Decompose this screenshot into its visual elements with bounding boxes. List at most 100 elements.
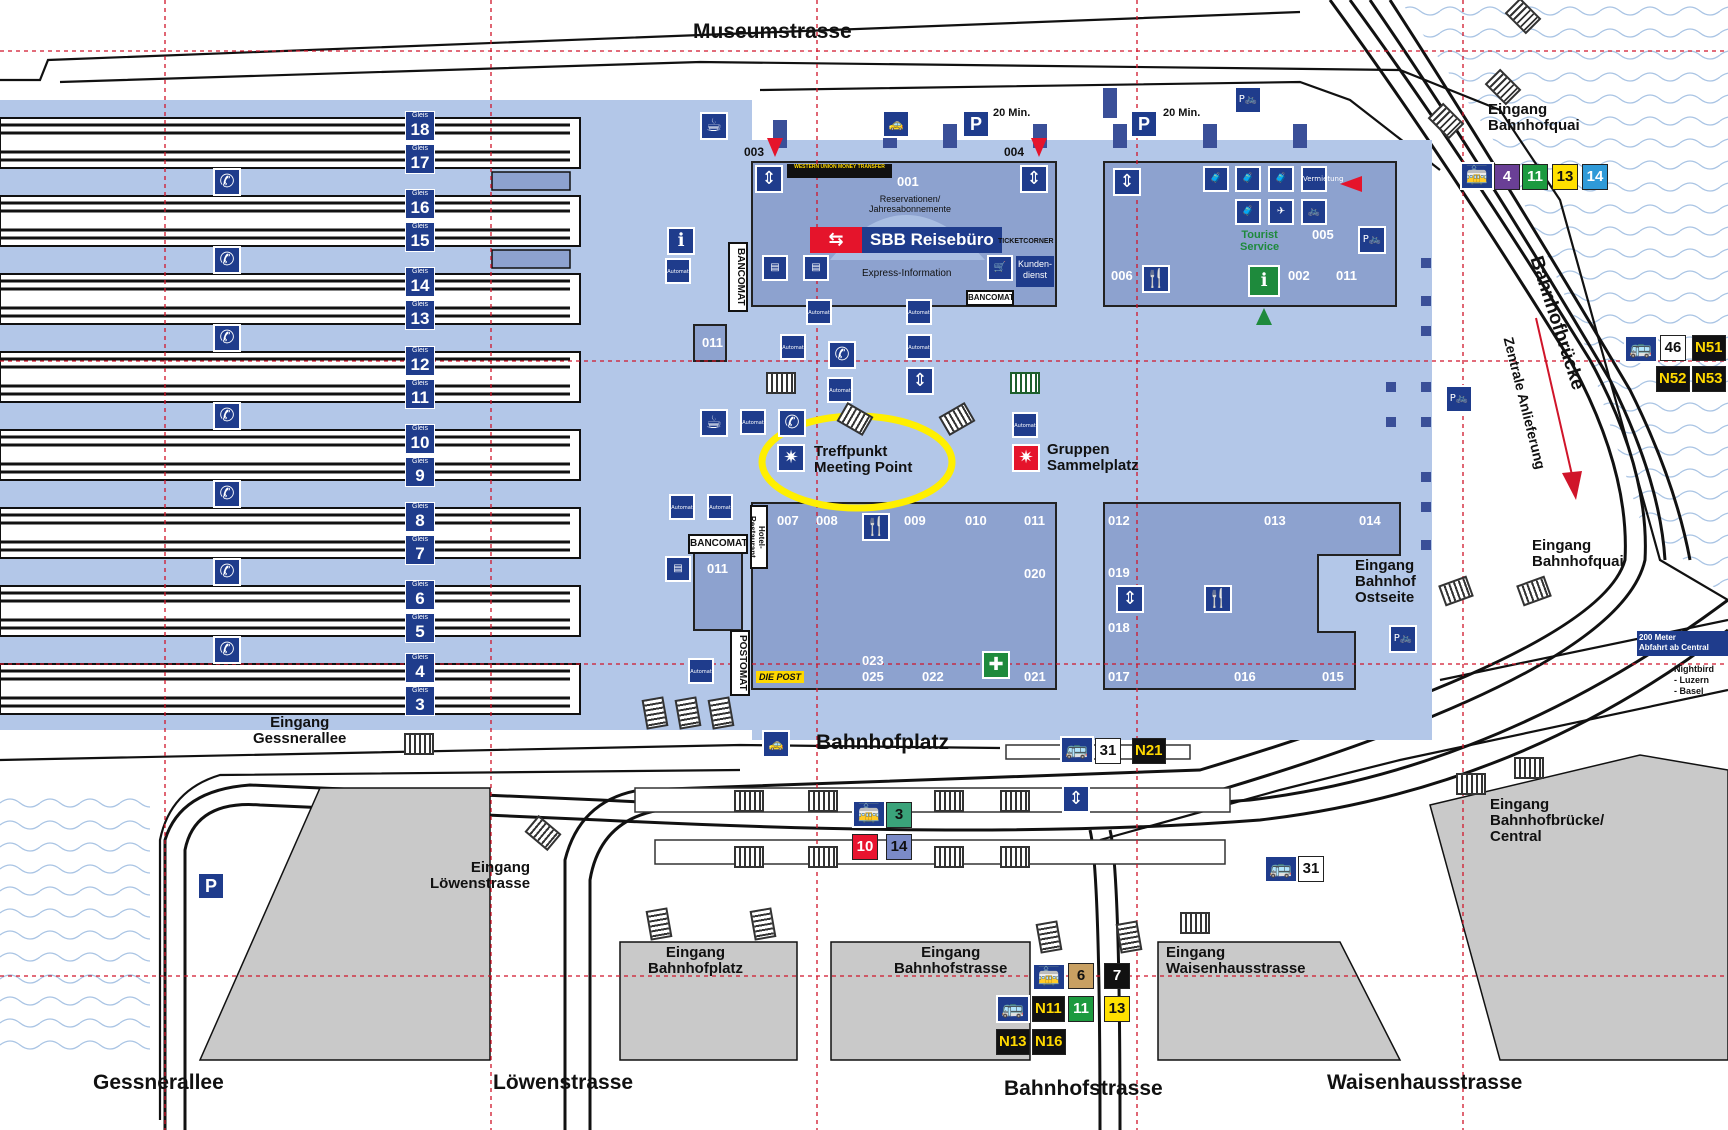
- phone-icon: ✆: [778, 409, 806, 437]
- taxi-icon: 🚕: [762, 730, 790, 758]
- ticket-machine-icon: ▤: [803, 255, 829, 281]
- water-area-left: [0, 790, 150, 1060]
- escalator-icon: [1456, 773, 1486, 795]
- bus-stop-icon: 🚌: [996, 995, 1030, 1023]
- street-bahnhofplatz: Bahnhofplatz: [816, 731, 949, 754]
- sbb-kundendienst-label: Kunden- dienst: [1016, 256, 1054, 287]
- luggage-icon: 🧳: [1235, 199, 1261, 225]
- escalator-icon: [934, 790, 964, 812]
- entrance-name: Bahnhofbrücke/: [1490, 811, 1605, 829]
- tram-line-13: 13: [1104, 996, 1130, 1022]
- entrance-label: Eingang: [921, 944, 981, 961]
- nightbird-destination-basel: - Basel: [1674, 686, 1704, 696]
- nightbird-lines: Nightbird - Luzern - Basel: [1674, 664, 1714, 697]
- phone-icon: ✆: [828, 341, 856, 369]
- ticket-machine-icon: Automat: [827, 377, 853, 403]
- bus-line-46: 46: [1660, 335, 1686, 361]
- bike-rental-icon: Vermietung: [1301, 166, 1343, 192]
- tourist-service-line1: Tourist: [1241, 229, 1278, 241]
- entrance-bahnhofquai-right: Eingang Bahnhofquai: [1532, 538, 1624, 570]
- room-007: 007: [777, 513, 799, 528]
- entrance-loewenstrasse: Eingang Löwenstrasse: [430, 860, 530, 892]
- automat-label: Automat: [671, 505, 693, 511]
- tram-stop-icon: 🚋: [1032, 963, 1066, 991]
- escalator-icon: [808, 790, 838, 812]
- delivery-arrow: [1535, 317, 1582, 500]
- entrance-label: Eingang: [1532, 537, 1592, 554]
- bancomat-south: BANCOMAT: [688, 534, 748, 554]
- room-021: 021: [1024, 669, 1046, 684]
- escalator-icon: [734, 790, 764, 812]
- room-009: 009: [904, 513, 926, 528]
- entrance-name-2: Ostseite: [1355, 588, 1415, 606]
- phone-icon: ✆: [213, 324, 241, 352]
- room-011-east: 011: [1336, 268, 1357, 283]
- tram-line-14: 14: [886, 834, 912, 860]
- meeting-point-icon: ✷: [777, 444, 805, 472]
- tram-line-4: 4: [1494, 164, 1520, 190]
- tourist-info-icon: ℹ: [1248, 265, 1280, 297]
- escalator-icon: [404, 733, 434, 755]
- info-icon: ℹ: [667, 227, 695, 255]
- room-025: 025: [862, 669, 884, 684]
- parking-time-label: 20 Min.: [993, 107, 1031, 119]
- platform-tracks: [0, 123, 570, 708]
- entrance-name: Bahnhof: [1355, 572, 1416, 590]
- hotel-restaurant-sign: Hotel-Restaurant: [748, 505, 768, 569]
- postomat: POSTOMAT: [730, 630, 750, 696]
- room-011-south: 011: [1024, 513, 1045, 528]
- ticket-machine-icon: Automat: [740, 409, 766, 435]
- ticket-machine-icon: Automat: [1012, 412, 1038, 438]
- escalator-icon: [808, 846, 838, 868]
- bus-line-31: 31: [1298, 856, 1324, 882]
- tram-line-13: 13: [1552, 164, 1578, 190]
- escalator-icon: [934, 846, 964, 868]
- entrance-name-2: Central: [1490, 827, 1542, 845]
- bus-stop-icon: 🚌: [1060, 736, 1094, 764]
- ticket-machine-icon: ▤: [665, 556, 691, 582]
- automat-label: Automat: [908, 345, 930, 351]
- sbb-logo: ⇆: [810, 227, 862, 253]
- group-meeting-line1: Gruppen: [1047, 441, 1110, 458]
- luggage-trolley-icon: 🛒: [987, 255, 1013, 281]
- nightbird-sign: 200 Meter Abfahrt ab Central: [1637, 631, 1728, 656]
- bus-line-31: 31: [1095, 738, 1121, 764]
- tram-line-14: 14: [1582, 164, 1608, 190]
- room-016: 016: [1234, 669, 1256, 684]
- group-meeting-label: Gruppen Sammelplatz: [1047, 442, 1139, 474]
- cafe-icon: ☕: [700, 112, 728, 140]
- escalator-icon: [734, 846, 764, 868]
- automat-label: Automat: [908, 310, 930, 316]
- tram-stop-icon: 🚋: [852, 800, 886, 828]
- entrance-label: Eingang: [1490, 796, 1550, 813]
- street-loewenstrasse: Löwenstrasse: [493, 1071, 634, 1094]
- room-023: 023: [862, 653, 884, 668]
- automat-label: Automat: [690, 669, 712, 675]
- room-010: 010: [965, 513, 987, 528]
- room-002: 002: [1288, 268, 1310, 283]
- night-bus-n51: N51: [1692, 335, 1726, 361]
- entrance-name: Löwenstrasse: [430, 874, 531, 892]
- phone-icon: ✆: [213, 558, 241, 586]
- door-004-label: 004: [1004, 145, 1025, 159]
- nightbird-destination-luzern: - Luzern: [1674, 675, 1709, 685]
- ticketcorner-label: TICKETCORNER: [998, 238, 1054, 245]
- automat-label: Automat: [667, 269, 689, 275]
- room-020: 020: [1024, 566, 1046, 581]
- elevator-icon: ⇕: [1116, 585, 1144, 613]
- ticket-machine-icon: Automat: [906, 334, 932, 360]
- bike-icon: 🚲: [1301, 199, 1327, 225]
- bike-parking-icon: P🚲: [1358, 226, 1386, 254]
- street-museumstrasse: Museumstrasse: [693, 20, 852, 43]
- entrance-label: Eingang: [470, 859, 531, 876]
- city-blocks: [198, 754, 1728, 1061]
- tourist-service-label: Tourist Service: [1240, 229, 1279, 253]
- escalator-icon: [1010, 372, 1040, 394]
- tram-line-11: 11: [1068, 996, 1094, 1022]
- platform-kiosks: [491, 171, 571, 269]
